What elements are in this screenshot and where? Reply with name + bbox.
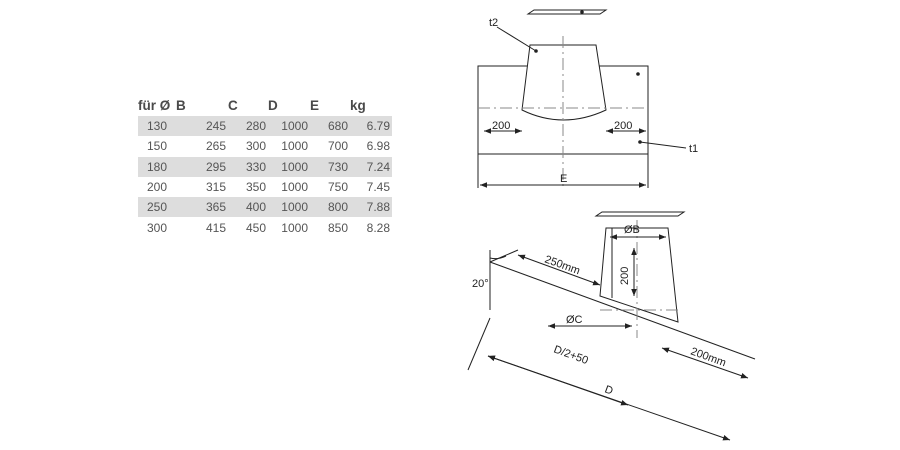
cell-kg: 8.28	[366, 220, 390, 235]
top-view-labels: t2 t1 200 200 E	[489, 17, 698, 185]
dim-label-left: 200	[492, 120, 510, 132]
cell-kg: 6.79	[350, 116, 392, 137]
top-view	[477, 9, 687, 190]
cell-diameter: 300	[146, 220, 168, 235]
cell-diameter: 180	[138, 156, 176, 177]
table-row: 250 365 400 1000 800 7.88	[138, 197, 392, 218]
marker-dot	[636, 72, 640, 76]
cell-c: 450	[245, 220, 266, 235]
marker-dot	[580, 10, 584, 14]
dim-line-d	[487, 355, 731, 441]
header-fuer-durchmesser: für Ø	[138, 97, 171, 113]
cell-c: 280	[228, 116, 268, 137]
dim-label-250mm: 250mm	[543, 254, 582, 278]
label-c: ØC	[566, 314, 583, 326]
cell-d: 1000	[281, 220, 308, 235]
dim-label-d2: D/2+50	[552, 344, 590, 368]
cell-d: 1000	[281, 139, 308, 154]
dim-line-250mm	[517, 254, 601, 286]
cell-c: 330	[228, 156, 268, 177]
cell-kg: 6.98	[366, 139, 390, 154]
cell-e: 700	[327, 139, 348, 154]
cell-b: 295	[176, 156, 228, 177]
ext-line-d-left	[467, 317, 491, 371]
cell-d: 1000	[281, 180, 308, 195]
cell-c: 350	[245, 180, 266, 195]
cell-d: 1000	[268, 197, 310, 218]
cell-c: 300	[245, 139, 266, 154]
side-view	[467, 211, 756, 441]
side-view-labels: ØB 200 250mm 20° ØC D/2+50 200mm D	[472, 224, 728, 398]
table-row: 150 265 300 1000 700 6.98	[138, 136, 392, 156]
cell-diameter: 130	[138, 116, 176, 137]
header-b: B	[176, 97, 186, 113]
table-row: 180 295 330 1000 730 7.24	[138, 156, 392, 177]
dim-line-angle-ref	[489, 249, 519, 263]
cell-e: 750	[327, 180, 348, 195]
table-row: 130 245 280 1000 680 6.79	[138, 116, 392, 137]
cell-diameter: 250	[138, 197, 176, 218]
cell-kg: 7.24	[350, 156, 392, 177]
dimensions-table: für Ø B C D E kg 130 245 280 1000 680 6.…	[138, 94, 392, 238]
table-header-row: für Ø B C D E kg	[138, 94, 392, 116]
leader-t1	[639, 141, 687, 149]
cell-e: 730	[310, 156, 350, 177]
dim-label-e: E	[560, 173, 567, 185]
cell-e: 850	[327, 220, 348, 235]
cell-b: 365	[176, 197, 228, 218]
angle-arc	[489, 255, 507, 260]
header-c: C	[228, 97, 238, 113]
cap-plate	[526, 9, 608, 15]
dim-label-200mm: 200mm	[689, 346, 728, 370]
label-t2: t2	[489, 17, 498, 29]
dim-label-d: D	[603, 384, 615, 398]
cell-d: 1000	[268, 156, 310, 177]
dim-label-height: 200	[619, 267, 631, 285]
cell-e: 680	[310, 116, 350, 137]
table-row: 200 315 350 1000 750 7.45	[138, 177, 392, 197]
collar-body	[521, 44, 607, 121]
dim-label-right: 200	[614, 120, 632, 132]
cell-c: 400	[228, 197, 268, 218]
leader-t2	[496, 26, 537, 52]
header-kg: kg	[350, 97, 366, 113]
label-b: ØB	[624, 224, 640, 236]
cap-plate-side	[594, 211, 686, 217]
marker-dot	[638, 140, 642, 144]
cell-b: 265	[205, 139, 226, 154]
cell-b: 245	[176, 116, 228, 137]
header-e: E	[310, 97, 320, 113]
header-d: D	[268, 97, 278, 113]
cell-d: 1000	[268, 116, 310, 137]
dim-label-angle: 20°	[472, 278, 489, 290]
collar-side	[599, 227, 679, 323]
cell-b: 415	[205, 220, 226, 235]
cell-e: 800	[310, 197, 350, 218]
cell-diameter: 200	[146, 180, 168, 195]
cell-kg: 7.88	[350, 197, 392, 218]
marker-dot	[534, 49, 538, 53]
table-row: 300 415 450 1000 850 8.28	[138, 217, 392, 237]
cell-b: 315	[205, 180, 226, 195]
label-t1: t1	[689, 143, 698, 155]
cell-diameter: 150	[146, 139, 168, 154]
cell-kg: 7.45	[366, 180, 390, 195]
